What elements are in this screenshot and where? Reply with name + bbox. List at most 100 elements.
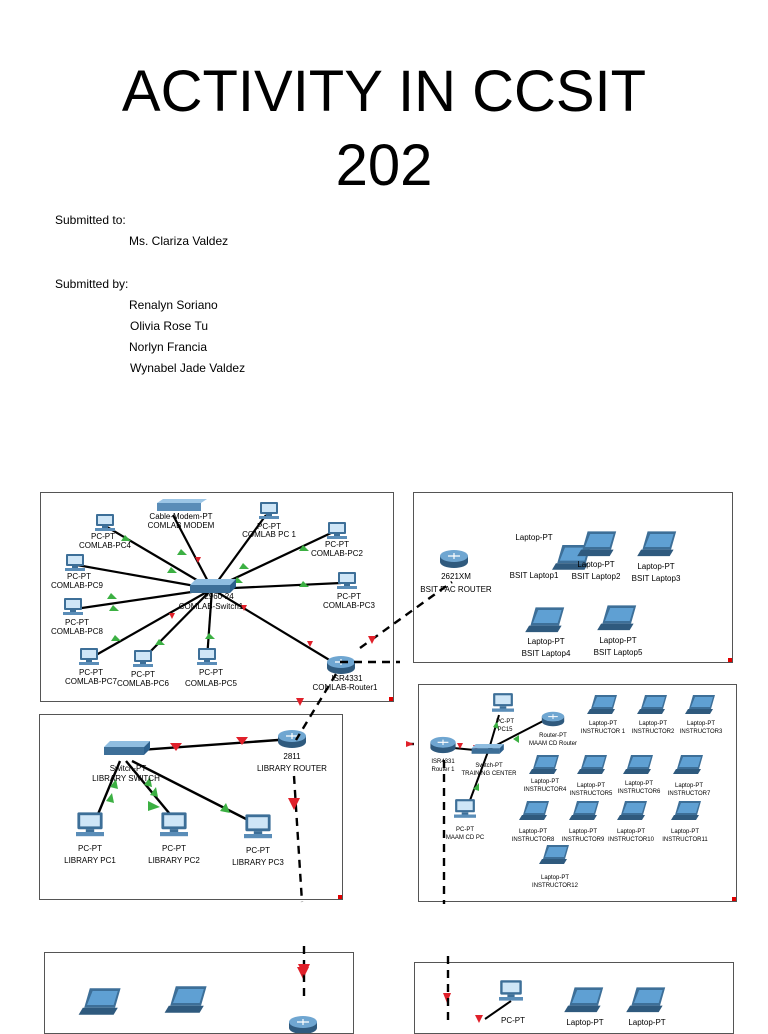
svg-text:COMLAB PC 1: COMLAB PC 1 — [242, 530, 296, 539]
instructor-laptop[interactable]: Laptop-PT INSTRUCTOR8 — [512, 801, 555, 843]
instructor-laptop[interactable]: Laptop-PT INSTRUCTOR10 — [608, 801, 655, 843]
svg-text:PC-PT: PC-PT — [131, 670, 155, 679]
bsit-laptop1[interactable]: Laptop-PT BSIT Laptop1 — [510, 533, 591, 580]
svg-text:PC-PT: PC-PT — [257, 522, 281, 531]
svg-text:PC-PT: PC-PT — [67, 572, 91, 581]
svg-text:PC-PT: PC-PT — [325, 540, 349, 549]
comlab-router[interactable]: ISR4331 COMLAB-Router1 — [313, 655, 378, 692]
member-name: Renalyn Soriano — [129, 298, 218, 312]
comlab-pc8[interactable]: PC-PT COMLAB-PC8 — [51, 598, 104, 636]
library-topology: Switch-PT LIBRARY SWITCH 2811 LIBRARY RO… — [64, 729, 327, 867]
svg-text:Laptop-PT: Laptop-PT — [566, 1018, 603, 1027]
bsit-laptop5[interactable]: Laptop-PT BSIT Laptop5 — [594, 605, 643, 657]
bsit-laptop4[interactable]: Laptop-PT BSIT Laptop4 — [522, 607, 571, 658]
instructor-laptop[interactable]: Laptop-PT INSTRUCTOR11 — [662, 801, 708, 843]
comlab-pc2[interactable]: PC-PT COMLAB-PC2 — [311, 522, 364, 558]
bsit-laptop2[interactable]: Laptop-PT BSIT Laptop2 — [572, 531, 621, 581]
svg-text:Laptop-PT: Laptop-PT — [589, 721, 617, 727]
bottom-right-laptop[interactable]: Laptop-PT — [564, 987, 604, 1027]
svg-text:LIBRARY PC2: LIBRARY PC2 — [148, 856, 200, 865]
svg-text:COMLAB-PC6: COMLAB-PC6 — [117, 679, 170, 688]
comlab-pc9[interactable]: PC-PT COMLAB-PC9 — [51, 554, 104, 590]
comlab-pc6[interactable]: PC-PT COMLAB-PC6 — [117, 650, 170, 688]
bsit-laptop3[interactable]: Laptop-PT BSIT Laptop3 — [632, 531, 681, 583]
svg-text:COMLAB-PC4: COMLAB-PC4 — [79, 541, 132, 550]
svg-text:Laptop-PT: Laptop-PT — [637, 562, 674, 571]
svg-text:LIBRARY SWITCH: LIBRARY SWITCH — [92, 774, 160, 783]
svg-text:BSIT Laptop1: BSIT Laptop1 — [510, 571, 559, 580]
member-name: Olivia Rose Tu — [130, 319, 209, 333]
svg-text:PC-PT: PC-PT — [162, 844, 186, 853]
svg-text:Laptop-PT: Laptop-PT — [577, 560, 614, 569]
comlab-pc3[interactable]: PC-PT COMLAB-PC3 — [323, 572, 376, 610]
svg-text:Laptop-PT: Laptop-PT — [675, 783, 703, 789]
bsit-router[interactable]: 2621XM BSIT FAC ROUTER — [420, 549, 492, 594]
svg-text:INSTRUCTOR3: INSTRUCTOR3 — [680, 729, 723, 735]
svg-text:Laptop-PT: Laptop-PT — [577, 783, 605, 789]
svg-text:2811: 2811 — [283, 752, 301, 761]
instructor-laptop[interactable]: Laptop-PT INSTRUCTOR2 — [632, 695, 675, 735]
svg-text:Router 1: Router 1 — [431, 767, 455, 773]
svg-text:INSTRUCTOR11: INSTRUCTOR11 — [662, 837, 708, 843]
svg-text:Laptop-PT: Laptop-PT — [569, 829, 597, 835]
training-switch[interactable]: Switch-PT TRAINING CENTER — [461, 744, 517, 777]
svg-text:COMLAB-Router1: COMLAB-Router1 — [313, 683, 378, 692]
svg-text:COMLAB-PC8: COMLAB-PC8 — [51, 627, 104, 636]
comlab-pc7[interactable]: PC-PT COMLAB-PC7 — [65, 648, 118, 686]
training-router[interactable]: ISR4331 Router 1 — [429, 736, 457, 773]
comlab-topology: Cable-Modem-PT COMLAB MODEM PC-PT COMLAB… — [51, 499, 378, 692]
instructor-laptop[interactable]: Laptop-PT INSTRUCTOR7 — [668, 755, 711, 797]
comlab-network-panel: Cable-Modem-PT COMLAB MODEM PC-PT COMLAB… — [40, 492, 394, 702]
comlab-switch[interactable]: 2960-24 COMLAB-Switch1 — [179, 579, 244, 611]
bottom-right-pc[interactable]: PC-PT — [499, 980, 525, 1025]
svg-text:BSIT Laptop2: BSIT Laptop2 — [572, 572, 621, 581]
svg-text:INSTRUCTOR7: INSTRUCTOR7 — [668, 791, 711, 797]
svg-text:COMLAB-PC2: COMLAB-PC2 — [311, 549, 364, 558]
comlab-pc5[interactable]: PC-PT COMLAB-PC5 — [185, 648, 238, 688]
comlab-pc1[interactable]: PC-PT COMLAB PC 1 — [242, 502, 296, 539]
instructor-laptop[interactable]: Laptop-PT INSTRUCTOR 1 — [581, 695, 626, 735]
svg-text:PC-PT: PC-PT — [78, 844, 102, 853]
bottom-right-network-panel: PC-PT Laptop-PT Laptop-PT — [414, 962, 734, 1034]
svg-text:INSTRUCTOR2: INSTRUCTOR2 — [632, 729, 675, 735]
svg-text:PC-PT: PC-PT — [496, 719, 514, 725]
svg-text:Laptop-PT: Laptop-PT — [617, 829, 645, 835]
training-cd-pc[interactable]: PC-PT MAAM CD PC — [446, 799, 485, 841]
library-pc2[interactable]: PC-PT LIBRARY PC2 — [148, 812, 200, 865]
training-center-network-panel: ISR4331 Router 1 Switch-PT TRAINING CENT… — [418, 684, 737, 902]
svg-text:Switch-PT: Switch-PT — [110, 764, 147, 773]
svg-text:2621XM: 2621XM — [441, 572, 471, 581]
instructor-laptop[interactable]: Laptop-PT INSTRUCTOR9 — [562, 801, 605, 843]
instructor-laptop[interactable]: Laptop-PT INSTRUCTOR6 — [618, 755, 661, 795]
svg-text:BSIT Laptop4: BSIT Laptop4 — [522, 649, 571, 658]
library-switch[interactable]: Switch-PT LIBRARY SWITCH — [92, 741, 160, 783]
comlab-modem[interactable]: Cable-Modem-PT COMLAB MODEM — [148, 499, 215, 530]
svg-text:INSTRUCTOR10: INSTRUCTOR10 — [608, 837, 655, 843]
training-pc15[interactable]: PC-PT PC15 — [492, 693, 514, 733]
svg-text:PC-PT: PC-PT — [65, 618, 89, 627]
svg-text:2960-24: 2960-24 — [204, 592, 234, 601]
bottom-left-network-panel — [44, 952, 354, 1034]
training-cd-router[interactable]: Router-PT MAAM CD Router — [529, 711, 577, 747]
svg-text:MAAM CD PC: MAAM CD PC — [446, 835, 485, 841]
library-pc3[interactable]: PC-PT LIBRARY PC3 — [232, 814, 284, 867]
svg-text:INSTRUCTOR4: INSTRUCTOR4 — [524, 787, 567, 793]
svg-text:BSIT Laptop5: BSIT Laptop5 — [594, 648, 643, 657]
instructor-laptop[interactable]: Laptop-PT INSTRUCTOR4 — [524, 755, 567, 793]
instructor-laptop[interactable]: Laptop-PT INSTRUCTOR5 — [570, 755, 613, 797]
library-router[interactable]: 2811 LIBRARY ROUTER — [257, 729, 327, 773]
bottom-right-topology: PC-PT Laptop-PT Laptop-PT — [443, 980, 666, 1027]
svg-text:Router-PT: Router-PT — [539, 733, 567, 739]
bottom-right-laptop[interactable]: Laptop-PT — [626, 987, 666, 1027]
library-pc1[interactable]: PC-PT LIBRARY PC1 — [64, 812, 116, 865]
instructor-laptop[interactable]: Laptop-PT INSTRUCTOR12 — [532, 845, 579, 889]
svg-text:LIBRARY PC3: LIBRARY PC3 — [232, 858, 284, 867]
svg-text:INSTRUCTOR12: INSTRUCTOR12 — [532, 883, 579, 889]
svg-text:PC-PT: PC-PT — [91, 532, 115, 541]
instructor-laptop[interactable]: Laptop-PT INSTRUCTOR3 — [680, 695, 723, 735]
comlab-pc4[interactable]: PC-PT COMLAB-PC4 — [79, 514, 132, 550]
svg-text:TRAINING CENTER: TRAINING CENTER — [461, 771, 517, 777]
svg-text:PC-PT: PC-PT — [456, 827, 474, 833]
svg-text:ISR4331: ISR4331 — [431, 759, 455, 765]
bsit-topology: 2621XM BSIT FAC ROUTER Laptop-PT BSIT La… — [420, 531, 681, 658]
